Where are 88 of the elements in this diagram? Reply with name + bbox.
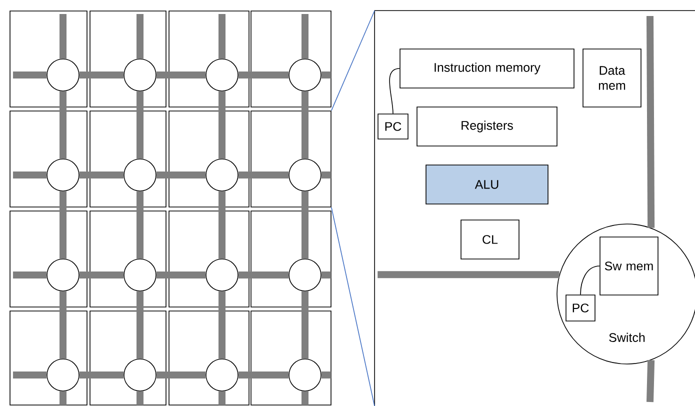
connector-line — [580, 266, 600, 295]
bus-line — [238, 272, 289, 278]
block-box: PC — [378, 114, 408, 140]
block-box: Data mem — [582, 48, 642, 108]
node-circle — [124, 358, 156, 392]
node-circle — [46, 158, 80, 192]
bus-line — [321, 72, 331, 78]
bus-line — [218, 391, 226, 405]
block-box — [10, 10, 88, 108]
bus-line — [218, 291, 226, 359]
bus-line — [60, 291, 66, 359]
block-box — [10, 210, 88, 308]
block-box — [250, 210, 332, 308]
bus-line — [136, 391, 144, 405]
bus-line — [302, 14, 308, 59]
block-box — [250, 310, 332, 406]
bus-line — [321, 372, 331, 378]
node-circle — [288, 258, 322, 292]
block-box — [250, 10, 332, 108]
block-box — [168, 10, 250, 108]
node-circle — [46, 58, 80, 92]
node-circle — [288, 358, 322, 392]
bus-line — [60, 391, 66, 405]
bus-line — [302, 291, 308, 359]
bus-line — [302, 191, 308, 259]
zoom-panel — [374, 10, 695, 406]
bus-line — [60, 91, 66, 159]
block-box — [10, 110, 88, 208]
bus-line — [218, 14, 226, 59]
bus-line — [156, 372, 206, 378]
block-box — [168, 310, 250, 406]
bus-line — [79, 372, 124, 378]
zoom-line — [331, 207, 375, 406]
bus-line — [238, 172, 289, 178]
node-circle — [288, 158, 322, 192]
bus-line — [136, 291, 144, 359]
block-box: PC — [566, 294, 596, 322]
bus-line — [321, 172, 331, 178]
block-box — [168, 210, 250, 308]
bus-line — [646, 360, 655, 402]
bus-line — [13, 372, 47, 378]
bus-line — [13, 172, 47, 178]
zoom-line — [331, 10, 375, 111]
block-box — [168, 110, 250, 208]
bus-line — [302, 91, 308, 159]
block-box — [90, 210, 166, 308]
bus-line — [156, 172, 206, 178]
bus-line — [13, 272, 47, 278]
block-box — [250, 110, 332, 208]
node-circle — [206, 358, 238, 392]
block-box — [10, 310, 88, 406]
block-box: CL — [460, 220, 520, 260]
node-circle — [124, 258, 156, 292]
block-box — [90, 10, 166, 108]
node-circle — [46, 358, 80, 392]
bus-line — [321, 272, 331, 278]
bus-line — [79, 272, 124, 278]
node-circle — [206, 158, 238, 192]
bus-line — [302, 391, 308, 405]
block-box: Instruction memory — [400, 48, 574, 88]
bus-line — [378, 271, 560, 278]
bus-line — [646, 16, 655, 228]
bus-line — [156, 72, 206, 78]
bus-line — [238, 372, 289, 378]
bus-line — [136, 14, 144, 59]
block-box: Registers — [416, 106, 558, 146]
block-box — [90, 310, 166, 406]
bus-line — [60, 191, 66, 259]
bus-line — [79, 172, 124, 178]
node-circle — [124, 58, 156, 92]
block-box: ALU — [426, 164, 548, 204]
block-box: Sw mem — [600, 236, 658, 296]
bus-line — [218, 191, 226, 259]
bus-line — [218, 91, 226, 159]
block-box — [90, 110, 166, 208]
node-circle — [288, 58, 322, 92]
node-circle — [206, 258, 238, 292]
node-circle — [206, 58, 238, 92]
bus-line — [136, 191, 144, 259]
bus-line — [13, 72, 47, 78]
bus-line — [60, 14, 66, 59]
bus-line — [156, 272, 206, 278]
bus-line — [79, 72, 124, 78]
bus-line — [136, 91, 144, 159]
connector-line — [389, 68, 400, 114]
node-circle — [124, 158, 156, 192]
node-circle — [46, 258, 80, 292]
bus-line — [238, 72, 289, 78]
